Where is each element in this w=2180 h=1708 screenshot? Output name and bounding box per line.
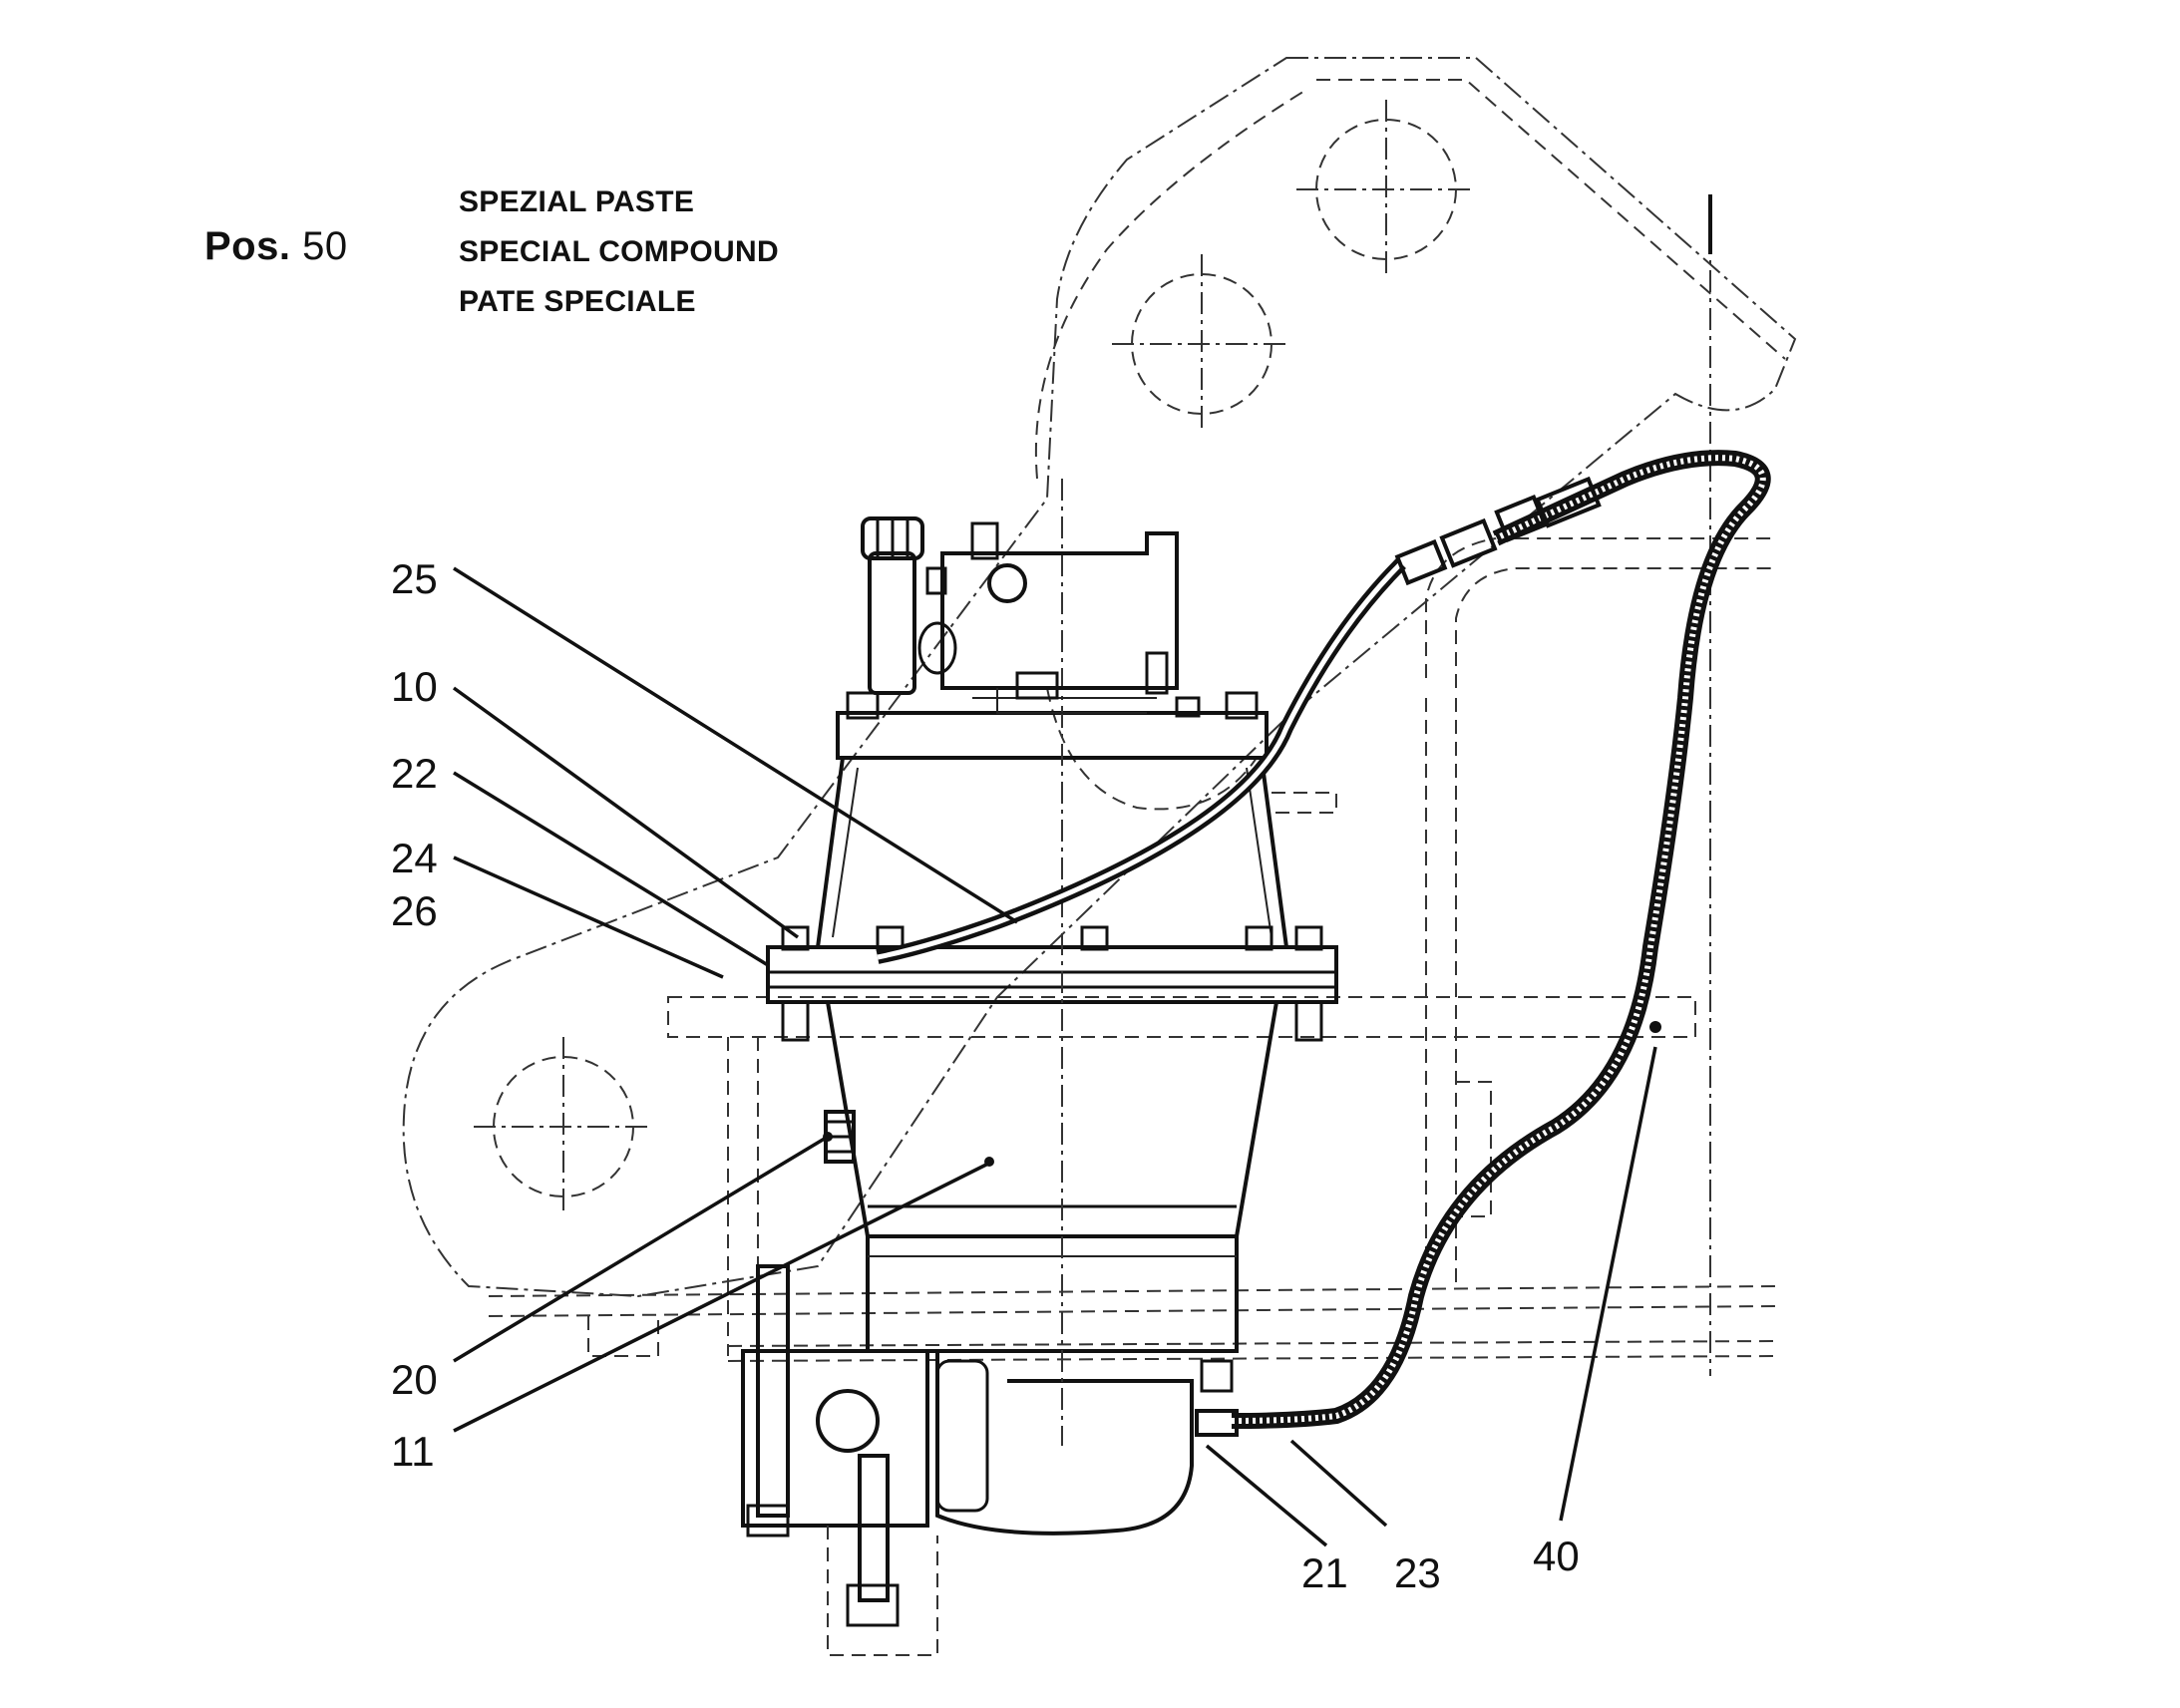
callout-23: 23 [1394,1549,1441,1596]
mounting-holes [474,100,1476,1216]
side-channel [1272,537,1775,1286]
callout-40: 40 [1533,1533,1580,1579]
callout-26: 26 [391,887,438,934]
callout-22: 22 [391,750,438,797]
leader-lines [452,566,1661,1547]
compound-note: SPEZIAL PASTE SPECIAL COMPOUND PATE SPEC… [459,177,779,327]
position-prefix: Pos. [204,224,291,268]
gearbox-housing [766,479,1338,1536]
callout-10: 10 [391,663,438,710]
frame-outline [402,57,1797,1376]
lower-bracket-section [741,1264,938,1656]
hydraulic-motor [861,516,1179,714]
callout-25: 25 [391,555,438,602]
callout-21: 21 [1301,1549,1348,1596]
callout-24: 24 [391,835,438,881]
base-plates [488,996,1776,1362]
compound-line-fr: PATE SPECIALE [459,285,696,318]
compound-line-de: SPEZIAL PASTE [459,185,695,218]
callout-labels: 25 10 22 24 26 20 11 21 23 40 [391,555,1580,1596]
hose-40 [876,450,1771,1437]
position-number: 50 [302,224,348,268]
callout-11: 11 [391,1428,435,1475]
compound-line-en: SPECIAL COMPOUND [459,235,779,268]
position-label: Pos. 50 [204,224,348,269]
callout-20: 20 [391,1356,438,1403]
